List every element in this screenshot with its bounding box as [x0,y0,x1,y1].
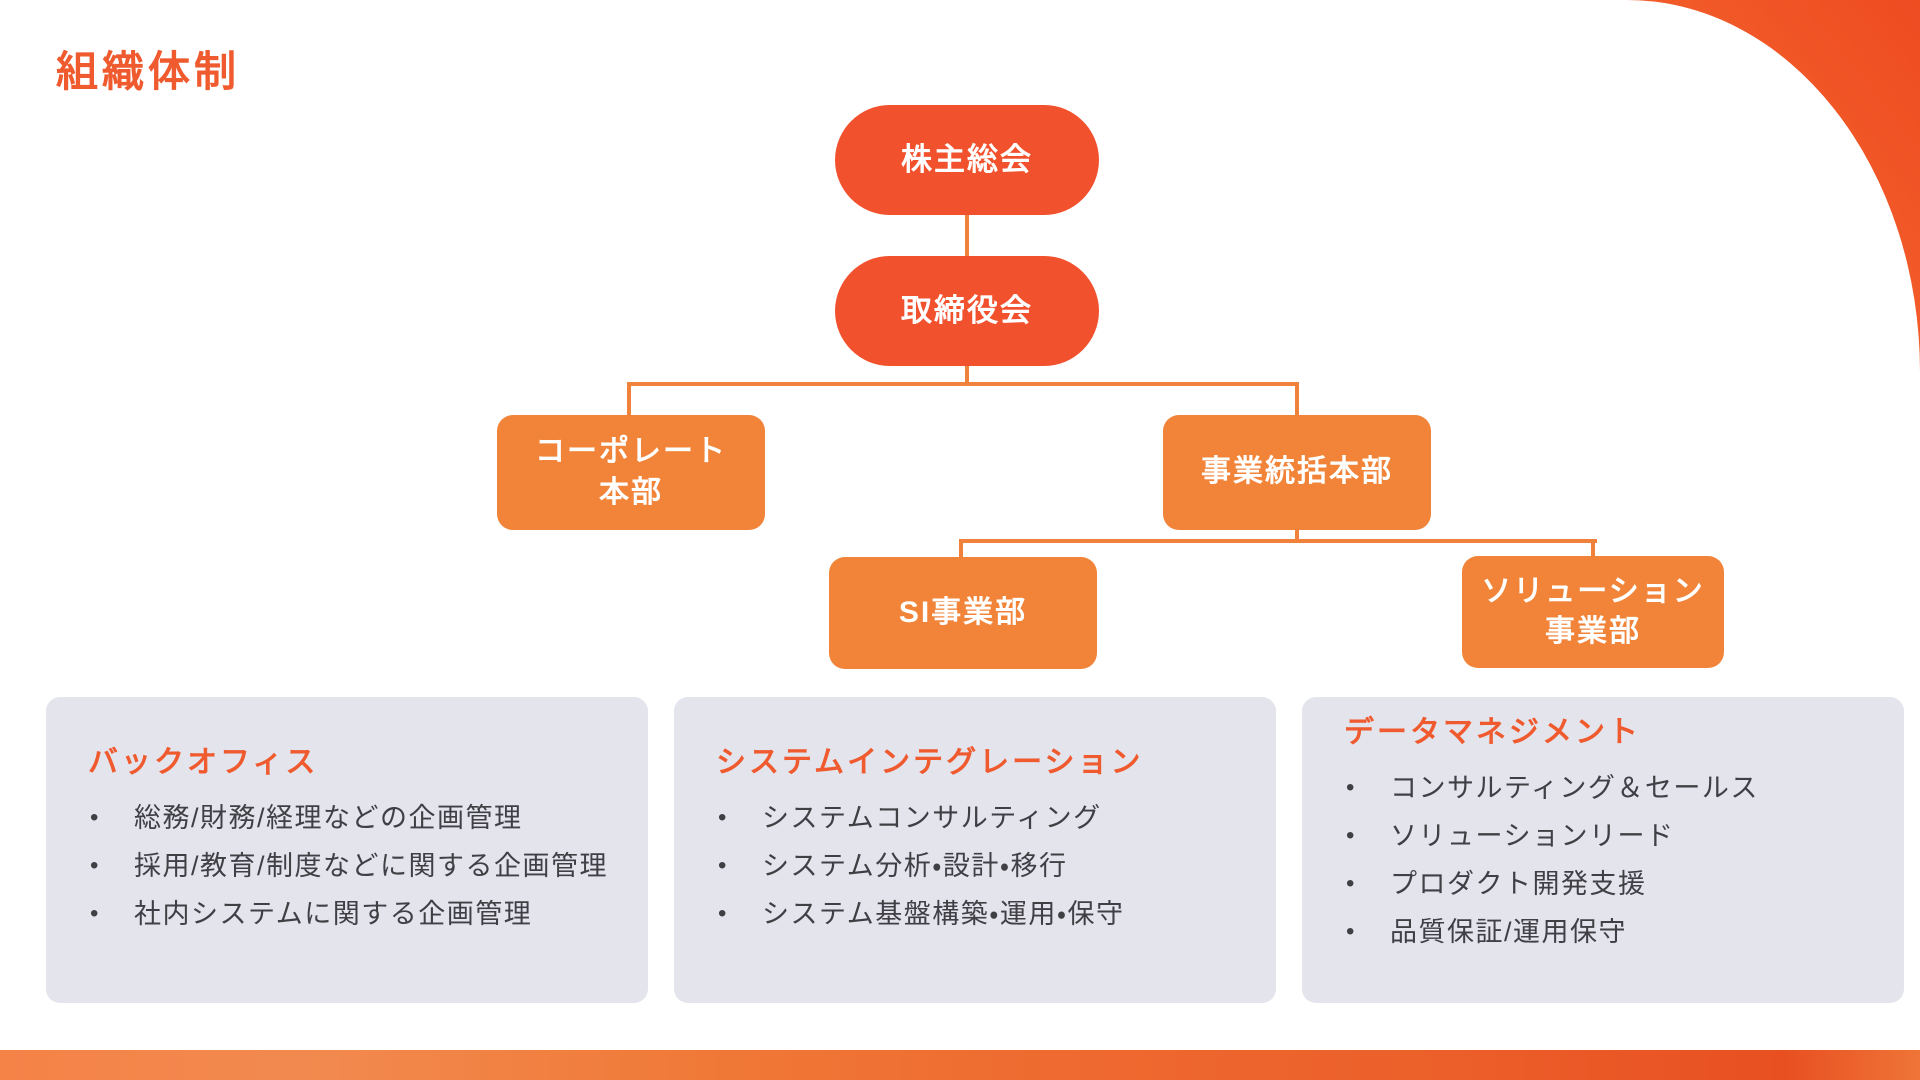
connector-branch-level3 [959,539,1597,543]
connector-business-stem [1295,528,1299,542]
list-item: ソリューションリード [1344,812,1864,860]
connector-branch-level2 [627,382,1299,386]
org-node-shareholders-meeting: 株主総会 [835,105,1099,215]
org-node-corporate-hq: コーポレート 本部 [497,415,765,530]
org-node-business-management-hq: 事業統括本部 [1163,415,1431,530]
panel-heading: データマネジメント [1344,716,1641,749]
list-item: 社内システムに関する企画管理 [88,890,608,938]
org-node-si-division: SI事業部 [829,557,1097,669]
connector-board-stem [965,364,969,386]
list-item: システム基盤構築・運用・保守 [716,890,1236,938]
connector-drop-corporate [627,382,631,417]
corner-decoration [1627,0,1920,372]
bottom-accent-bar [0,1050,1920,1080]
panel-back-office: バックオフィス 総務/財務/経理などの企画管理 採用/教育/制度などに関する企画… [46,697,648,1003]
connector-drop-business [1295,382,1299,417]
org-node-board-of-directors: 取締役会 [835,256,1099,366]
panel-heading: バックオフィス [88,746,319,779]
list-item: 品質保証/運用保守 [1344,908,1864,956]
connector-shareholders-board [965,213,969,259]
panel-bullet-list: 総務/財務/経理などの企画管理 採用/教育/制度などに関する企画管理 社内システ… [88,794,608,938]
org-node-solution-division: ソリューション 事業部 [1462,556,1724,668]
list-item: 総務/財務/経理などの企画管理 [88,794,608,842]
list-item: システム分析・設計・移行 [716,842,1236,890]
page-title: 組織体制 [56,48,241,95]
list-item: 採用/教育/制度などに関する企画管理 [88,842,608,890]
list-item: プロダクト開発支援 [1344,860,1864,908]
list-item: システムコンサルティング [716,794,1236,842]
panel-bullet-list: コンサルティング＆セールス ソリューションリード プロダクト開発支援 品質保証/… [1344,764,1864,956]
panel-system-integration: システムインテグレーション システムコンサルティング システム分析・設計・移行 … [674,697,1276,1003]
list-item: コンサルティング＆セールス [1344,764,1864,812]
connector-drop-si [959,539,963,559]
panel-data-management: データマネジメント コンサルティング＆セールス ソリューションリード プロダクト… [1302,697,1904,1003]
connector-drop-solution [1591,539,1595,558]
panel-heading: システムインテグレーション [716,746,1144,779]
panel-bullet-list: システムコンサルティング システム分析・設計・移行 システム基盤構築・運用・保守 [716,794,1236,938]
